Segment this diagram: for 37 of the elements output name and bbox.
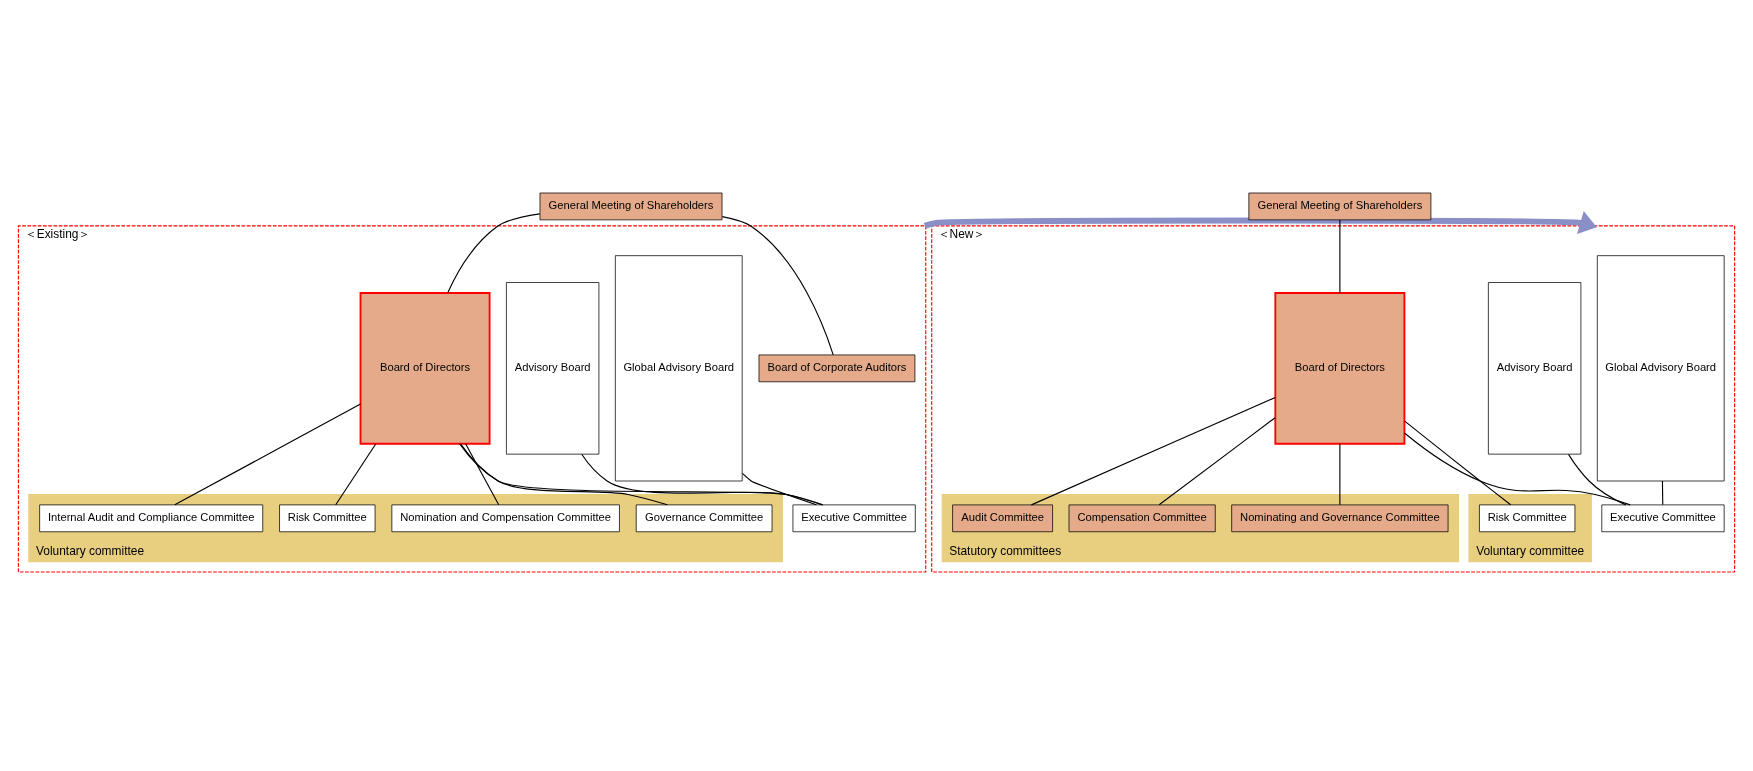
connector [447, 213, 541, 294]
connector [174, 403, 362, 506]
node-box: Board of Directors [1274, 292, 1406, 445]
connector [1404, 420, 1512, 506]
connector [581, 453, 823, 506]
node-box: General Meeting of Shareholders [539, 192, 723, 221]
node-box: Risk Committee [279, 504, 376, 533]
connector [460, 443, 668, 506]
connector [1339, 443, 1341, 506]
connector [459, 443, 824, 506]
connector [1568, 453, 1627, 506]
node-box: Governance Committee [635, 504, 773, 533]
node-box: Global Advisory Board [1596, 255, 1725, 482]
node-box: Nomination and Compensation Committee [391, 504, 620, 533]
connector [721, 216, 834, 356]
connector [335, 443, 377, 506]
connector [1403, 432, 1631, 506]
node-box: Nominating and Governance Committee [1231, 504, 1449, 533]
node-box: Advisory Board [506, 282, 600, 455]
node-box: Risk Committee [1479, 504, 1576, 533]
connector [1158, 417, 1276, 506]
node-box: General Meeting of Shareholders [1248, 192, 1432, 221]
node-box: Compensation Committee [1068, 504, 1216, 533]
connector [741, 472, 817, 506]
connector [1339, 219, 1341, 294]
node-box: Executive Committee [1601, 504, 1725, 533]
node-box: Executive Committee [792, 504, 916, 533]
connector [1030, 397, 1276, 506]
node-box: Global Advisory Board [614, 255, 743, 482]
connector [1661, 480, 1664, 506]
node-box: Board of Directors [359, 292, 491, 445]
node-box: Advisory Board [1488, 282, 1582, 455]
node-box: Internal Audit and Compliance Committee [39, 504, 264, 533]
arrow [923, 210, 1597, 234]
node-box: Board of Corporate Auditors [758, 354, 916, 383]
connector [465, 443, 500, 506]
node-box: Audit Committee [952, 504, 1053, 533]
